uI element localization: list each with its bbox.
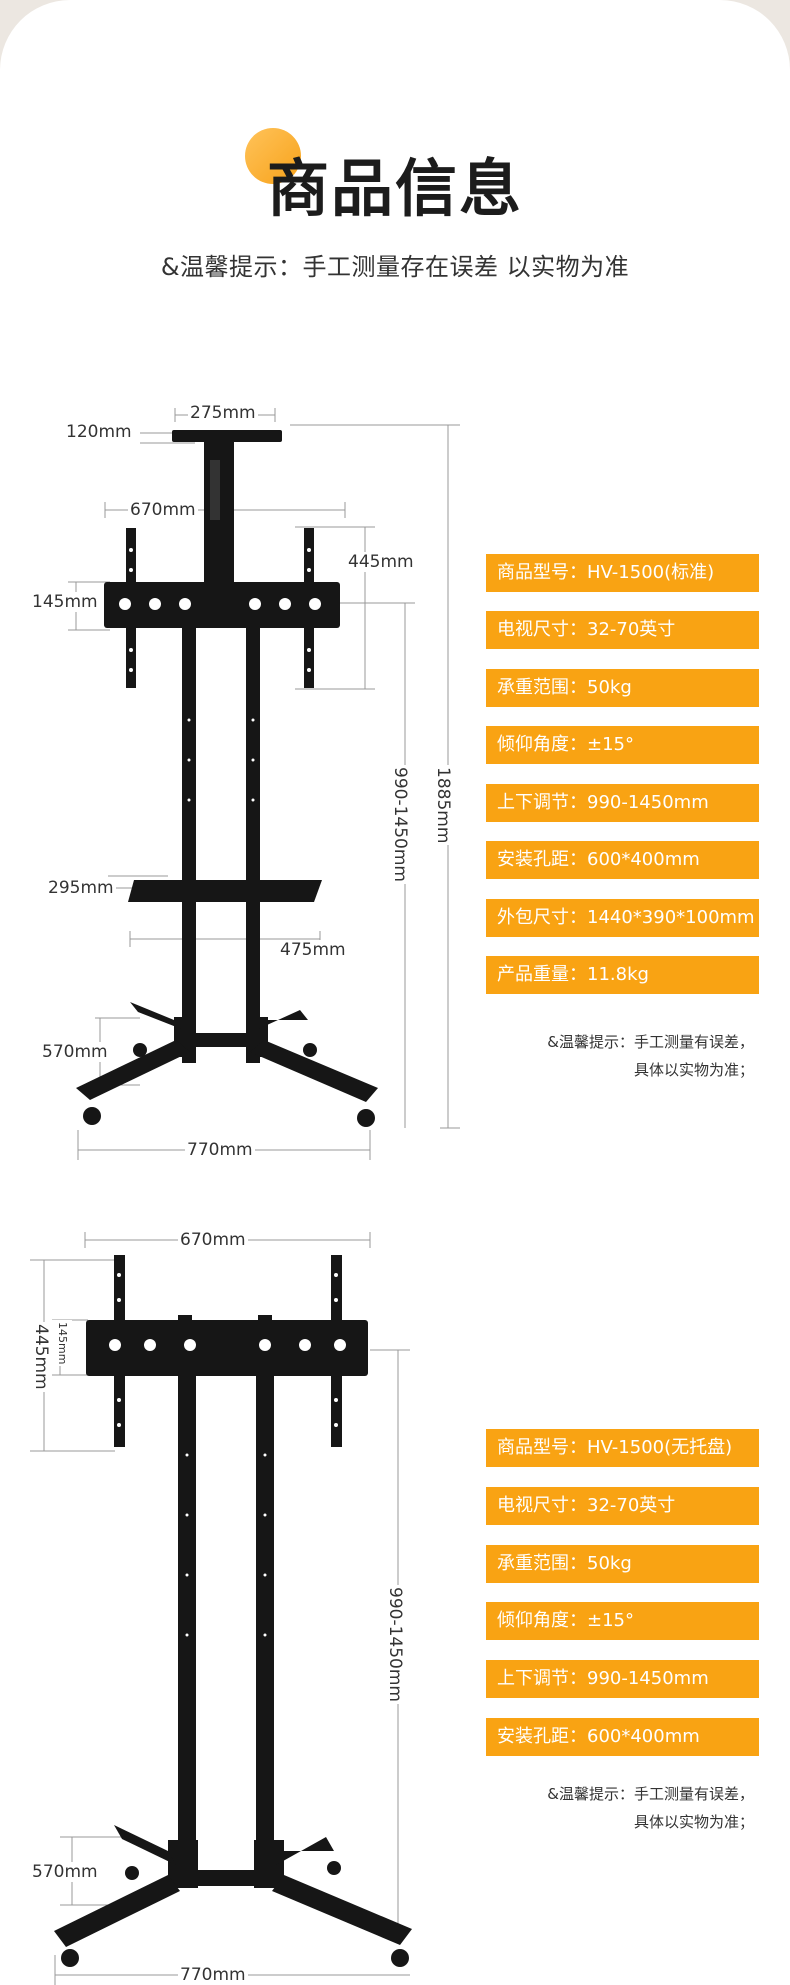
p2-spec-load: 承重范围：50kg xyxy=(486,1545,759,1583)
page-subtitle: &温馨提示：手工测量存在误差 以实物为准 xyxy=(160,253,630,281)
p1-dim-total-height: 1885mm xyxy=(433,765,453,846)
p2-dim-plate-height: 145mm xyxy=(52,1320,72,1367)
product2-stand-drawing xyxy=(30,1232,412,1985)
p2-spec-height-adjust: 上下调节：990-1450mm xyxy=(486,1660,759,1698)
p1-spec-tv-size: 电视尺寸：32-70英寸 xyxy=(486,611,759,649)
p2-spec-tv-size: 电视尺寸：32-70英寸 xyxy=(486,1487,759,1525)
p2-spec-model: 商品型号：HV-1500(无托盘) xyxy=(486,1429,759,1467)
p1-spec-package: 外包尺寸：1440*390*100mm xyxy=(486,899,759,937)
p2-note: &温馨提示：手工测量有误差， 具体以实物为准； xyxy=(454,1780,754,1836)
p1-dim-bracket-height: 445mm xyxy=(346,552,416,572)
p2-spec-vesa: 安装孔距：600*400mm xyxy=(486,1718,759,1756)
p1-note-line2: 具体以实物为准； xyxy=(633,1061,754,1079)
title-decoration-dot xyxy=(245,128,301,184)
p1-note-line1: &温馨提示：手工测量有误差， xyxy=(547,1033,754,1051)
p2-dim-bracket-width: 670mm xyxy=(178,1230,248,1250)
p2-note-line1: &温馨提示：手工测量有误差， xyxy=(547,1785,754,1803)
p1-spec-height-adjust: 上下调节：990-1450mm xyxy=(486,784,759,822)
p1-spec-weight: 产品重量：11.8kg xyxy=(486,956,759,994)
p1-dim-base-width: 770mm xyxy=(185,1140,255,1160)
p1-dim-base-depth: 570mm xyxy=(40,1042,110,1062)
p1-spec-model: 商品型号：HV-1500(标准) xyxy=(486,554,759,592)
p1-dim-top-width: 275mm xyxy=(188,403,258,423)
p1-dim-top-plate: 120mm xyxy=(64,422,134,442)
p1-spec-tilt: 倾仰角度：±15° xyxy=(486,726,759,764)
p1-spec-vesa: 安装孔距：600*400mm xyxy=(486,841,759,879)
p2-dim-base-width: 770mm xyxy=(178,1965,248,1985)
p2-dim-bracket-height: 445mm xyxy=(31,1322,51,1392)
p1-spec-load: 承重范围：50kg xyxy=(486,669,759,707)
page-title: 商品信息 xyxy=(266,152,523,225)
p2-dim-adjust-range: 990-1450mm xyxy=(385,1585,405,1704)
p1-note: &温馨提示：手工测量有误差， 具体以实物为准； xyxy=(454,1028,754,1084)
p1-dim-plate-height: 145mm xyxy=(30,592,100,612)
p1-dim-bracket-width: 670mm xyxy=(128,500,198,520)
p2-note-line2: 具体以实物为准； xyxy=(633,1813,754,1831)
p1-dim-tray-width: 475mm xyxy=(278,940,348,960)
p2-dim-base-depth: 570mm xyxy=(30,1862,100,1882)
p2-spec-tilt: 倾仰角度：±15° xyxy=(486,1602,759,1640)
p1-dim-tray-height: 295mm xyxy=(46,878,116,898)
p1-dim-adjust-range: 990-1450mm xyxy=(390,765,410,884)
